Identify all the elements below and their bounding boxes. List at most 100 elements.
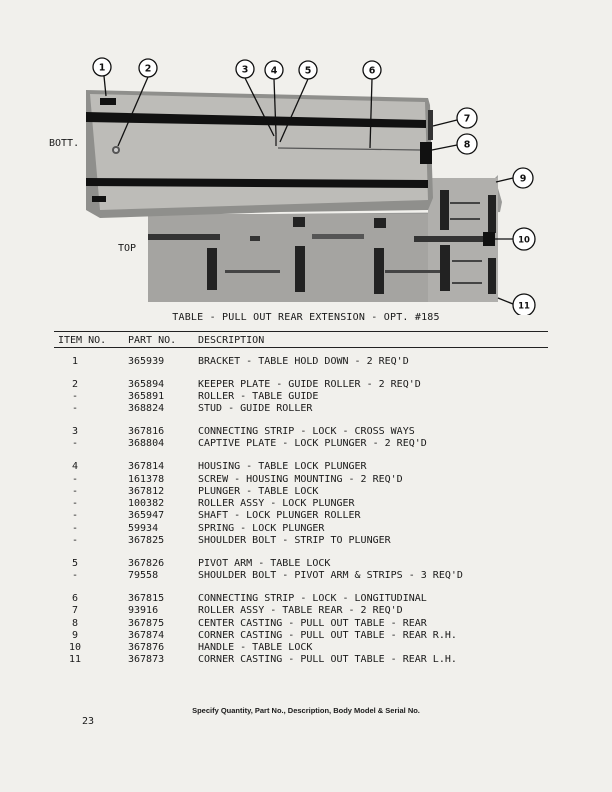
callout-10: 10 [495,227,536,251]
description: PIVOT ARM - TABLE LOCK [198,557,331,569]
item-no: - [71,391,79,403]
description: CORNER CASTING - PULL OUT TABLE - REAR R… [198,629,457,641]
item-no: 8 [71,617,79,629]
callout-11: 11 [497,293,536,315]
svg-text:8: 8 [464,140,471,151]
item-no: - [71,498,79,510]
svg-text:6: 6 [369,66,376,77]
callout-3: 3 [235,59,275,137]
item-no: 3 [71,426,79,438]
table-row: - 365891 ROLLER - TABLE GUIDE [0,391,612,403]
figure-caption: TABLE - PULL OUT REAR EXTENSION - OPT. #… [172,312,440,323]
item-no: 7 [71,605,79,617]
header-description: DESCRIPTION [198,335,265,346]
part-no: 368824 [128,403,165,415]
description: BRACKET - TABLE HOLD DOWN - 2 REQ'D [198,356,409,367]
description: KEEPER PLATE - GUIDE ROLLER - 2 REQ'D [198,378,421,390]
table-row: 6 367815 CONNECTING STRIP - LOCK - LONGITU… [0,593,612,605]
table-illustration: 1 2 3 4 5 [86,57,536,315]
part-no: 365891 [128,391,165,403]
item-no: 9 [71,629,79,641]
table-row: 8 367875 CENTER CASTING - PULL OUT TABLE -… [0,618,612,630]
item-no: 6 [71,592,79,604]
header-item-no: ITEM NO. [58,335,107,346]
description: SHAFT - LOCK PLUNGER ROLLER [198,510,361,522]
callout-9: 9 [495,167,534,189]
description: SPRING - LOCK PLUNGER [198,522,325,534]
item-no: - [71,403,79,415]
ordering-instructions: Specify Quantity, Part No., Description,… [192,706,420,715]
table-row: - 59934 SPRING - LOCK PLUNGER [0,523,612,535]
description: CORNER CASTING - PULL OUT TABLE - REAR L… [198,654,457,666]
part-no: 367876 [128,642,165,654]
part-no: 367814 [128,461,165,473]
part-no: 59934 [128,522,159,534]
item-no: - [71,570,79,582]
item-no: - [71,485,79,497]
part-no: 365947 [128,510,165,522]
description: CENTER CASTING - PULL OUT TABLE - REAR [198,617,427,629]
table-row: - 79558 SHOULDER BOLT - PIVOT ARM & STRIPS… [0,570,612,582]
table-row: - 365947 SHAFT - LOCK PLUNGER ROLLER [0,510,612,522]
description: ROLLER ASSY - LOCK PLUNGER [198,498,355,510]
part-no: 365894 [128,378,165,390]
item-no: 5 [71,557,79,569]
part-no: 161378 [128,473,165,485]
part-no: 368804 [128,438,165,450]
part-no: 367826 [128,557,165,569]
item-no: - [71,535,79,547]
description: CONNECTING STRIP - LOCK - CROSS WAYS [198,426,415,438]
description: ROLLER ASSY - TABLE REAR - 2 REQ'D [198,605,403,617]
svg-text:5: 5 [305,66,312,77]
svg-text:2: 2 [145,64,152,75]
page-number: 23 [82,716,95,727]
description: SHOULDER BOLT - PIVOT ARM & STRIPS - 3 R… [198,570,463,582]
top-view-label: TOP [118,243,137,254]
svg-text:4: 4 [271,66,278,77]
table-header-rule [54,347,548,348]
part-no: 365939 [128,356,165,367]
description: CAPTIVE PLATE - LOCK PLUNGER - 2 REQ'D [198,438,427,450]
description: CONNECTING STRIP - LOCK - LONGITUDINAL [198,592,427,604]
bottom-view-label: BOTT. [49,138,80,149]
table-row: 4 367814 HOUSING - TABLE LOCK PLUNGER [0,461,612,473]
part-no: 367815 [128,592,165,604]
svg-text:7: 7 [464,114,471,125]
part-no: 79558 [128,570,159,582]
part-no: 367874 [128,629,165,641]
part-no: 367825 [128,535,165,547]
item-no: - [71,438,79,450]
table-row: 2 365894 KEEPER PLATE - GUIDE ROLLER - 2 R… [0,379,612,391]
callout-1: 1 [92,57,112,97]
item-no: - [71,522,79,534]
part-no: 367873 [128,654,165,666]
description: ROLLER - TABLE GUIDE [198,391,319,403]
table-top-rule [54,331,548,332]
part-no: 367816 [128,426,165,438]
svg-text:1: 1 [99,63,106,74]
table-row: 3 367816 CONNECTING STRIP - LOCK - CROSS W… [0,426,612,438]
item-no: 4 [71,461,79,473]
callout-2: 2 [117,58,158,147]
part-no: 367875 [128,617,165,629]
svg-text:3: 3 [242,65,249,76]
callout-7: 7 [432,107,478,129]
callout-4: 4 [264,60,284,135]
item-no: 2 [71,378,79,390]
table-row: - 368804 CAPTIVE PLATE - LOCK PLUNGER - 2 … [0,438,612,450]
header-part-no: PART NO. [128,335,177,346]
table-row: 9 367874 CORNER CASTING - PULL OUT TABLE -… [0,630,612,642]
top-plate [148,175,502,302]
description: HOUSING - TABLE LOCK PLUNGER [198,461,367,473]
table-row: 5 367826 PIVOT ARM - TABLE LOCK [0,558,612,570]
item-no: - [71,510,79,522]
